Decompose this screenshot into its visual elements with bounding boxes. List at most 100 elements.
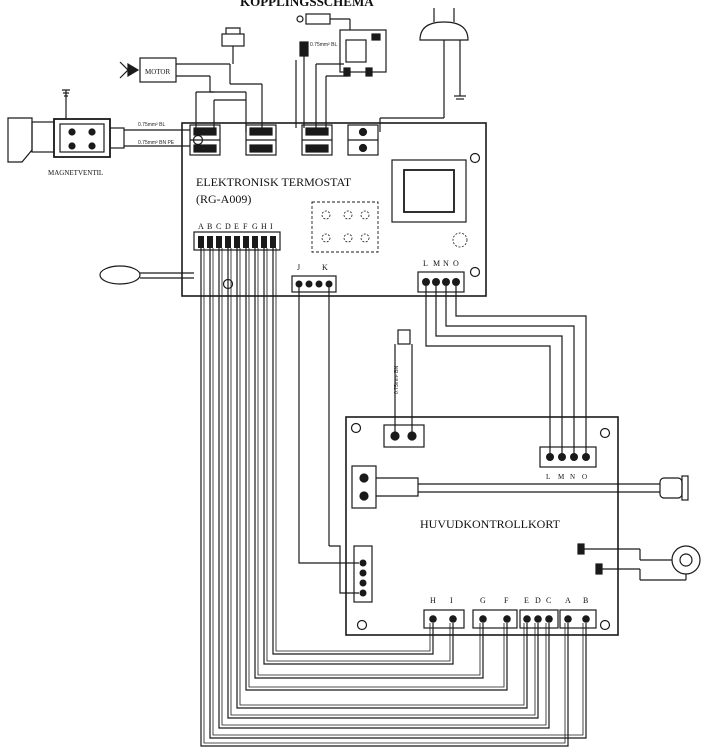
wire-b-inner [212, 248, 584, 736]
wire-note-relay: 0.75mm² BL [310, 42, 337, 48]
svg-text:L: L [546, 473, 550, 481]
terminal-pins-a-i [198, 236, 276, 248]
wire-a [200, 248, 569, 747]
wire-e-inner [239, 248, 525, 706]
thermostat-board-label: ELEKTRONISK TERMOSTAT [196, 175, 352, 189]
temperature-probe [99, 265, 194, 285]
terminal-pins-main-lmno [546, 453, 590, 461]
terminal-label-f: F [243, 222, 248, 231]
thermostat-model-label: (RG-A009) [196, 192, 251, 206]
wire-note-valve-2: 0.75mm² BN PE [138, 140, 175, 146]
wire-d-inner [230, 248, 536, 716]
terminal-pins-main-jk [359, 559, 367, 597]
main-bottom-block-1 [472, 609, 518, 629]
terminal-labels-main-lmno: L M N O [546, 473, 587, 481]
magnetventil-label: MAGNETVENTIL [48, 169, 103, 177]
display-screen [403, 169, 455, 213]
wire-a-inner [203, 248, 566, 744]
wire-g-inner [257, 248, 481, 676]
wire-f [245, 248, 508, 691]
main-bottom-pin [449, 615, 457, 623]
magnetventil-component [7, 89, 125, 163]
main-terminal-lmno [539, 446, 597, 468]
terminal-pins-jk [295, 280, 333, 288]
wire-i-inner [275, 248, 431, 652]
motor-label: MOTOR [145, 68, 170, 76]
wire-f-inner [248, 248, 505, 688]
keypad-buttons [321, 210, 370, 243]
main-bottom-pin [429, 615, 437, 623]
main-bottom-pin [534, 615, 542, 623]
thermostat-power-connector [347, 124, 379, 156]
output-plug [659, 475, 689, 501]
main-bottom-label: C [546, 596, 551, 605]
main-bottom-label: D [535, 596, 541, 605]
main-bottom-pin [545, 615, 553, 623]
terminal-label-d: D [225, 222, 231, 231]
mains-plug [419, 8, 469, 100]
main-bottom-pin [479, 615, 487, 623]
main-bottom-label: E [524, 596, 529, 605]
svg-text:O: O [582, 473, 587, 481]
main-bottom-block-3 [559, 609, 597, 629]
wire-note-fan: 0.75mm² BN [394, 366, 400, 394]
main-bottom-label: B [583, 596, 588, 605]
mount-hole [599, 427, 611, 439]
diagram-title: KOPPLINGSSCHEMA [240, 0, 374, 9]
mount-hole [469, 152, 481, 164]
terminal-pins-thermo-lmno [422, 278, 460, 286]
main-bottom-label: G [480, 596, 486, 605]
main-bottom-label: F [504, 596, 509, 605]
main-bottom-block-2 [519, 609, 559, 629]
wire-h [263, 248, 454, 665]
terminal-label-b: B [207, 222, 212, 231]
wire-harness-a-i [200, 248, 587, 747]
thermostat-top-connector-3 [301, 124, 333, 156]
main-bottom-block-0 [423, 609, 465, 629]
mount-hole [469, 266, 481, 278]
small-fuse-component [296, 13, 351, 30]
thermostat-terminal-jk [291, 275, 337, 293]
main-bottom-pin [564, 615, 572, 623]
pump-motor [640, 545, 701, 581]
main-board-label: HUVUDKONTROLLKORT [420, 517, 561, 531]
thermostat-board [181, 122, 487, 297]
thermostat-top-connector-2 [245, 124, 277, 156]
keypad-area [311, 201, 379, 253]
svg-text:N: N [443, 259, 449, 268]
capacitor-small [299, 41, 309, 57]
relay-component [339, 29, 387, 77]
wire-g [254, 248, 484, 679]
mount-hole [350, 422, 362, 434]
terminal-label-i: I [270, 222, 273, 231]
svg-text:M: M [558, 473, 565, 481]
mount-hole [599, 619, 611, 631]
main-terminal-jk [353, 545, 373, 603]
motor-capacitor [221, 27, 245, 64]
terminal-labels-thermo-lmno: L M N O [423, 259, 459, 268]
display-frame [391, 159, 467, 223]
mount-hole [356, 619, 368, 631]
terminal-k-label: K [322, 263, 328, 272]
wire-c-inner [221, 248, 547, 726]
svg-text:L: L [423, 259, 428, 268]
svg-text:N: N [570, 473, 575, 481]
wire-h-inner [266, 248, 451, 662]
terminal-label-g: G [252, 222, 258, 231]
terminal-j-label: J [297, 263, 300, 272]
wire-e [236, 248, 528, 709]
main-power-connector [351, 465, 377, 509]
terminal-label-a: A [198, 222, 204, 231]
terminal-label-h: H [261, 222, 267, 231]
main-bottom-pin [503, 615, 511, 623]
wire-c [218, 248, 550, 729]
main-bottom-pin [523, 615, 531, 623]
sensor-dash-circle [452, 232, 468, 248]
motor-component [119, 57, 177, 83]
main-bottom-label: A [565, 596, 571, 605]
main-bottom-label: H [430, 596, 436, 605]
wire-b [209, 248, 587, 739]
